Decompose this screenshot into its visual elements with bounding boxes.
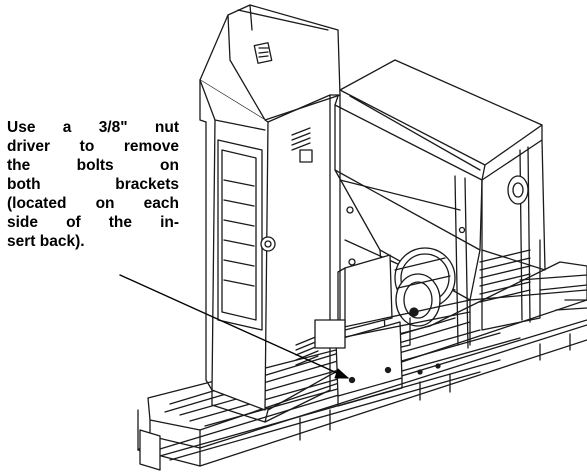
instruction-line: the bolts on: [7, 157, 179, 174]
instruction-line: Use a 3/8" nut: [7, 119, 179, 136]
instruction-callout: Use a 3/8" nut driver to remove the bolt…: [7, 118, 179, 251]
instruction-line: side of the in-: [7, 214, 179, 231]
instruction-line: sert back).: [7, 233, 85, 250]
callout-arrow: [119, 274, 349, 379]
instruction-line: driver to remove: [7, 138, 179, 155]
stove-front: [199, 4, 341, 423]
mounting-bracket: [314, 299, 471, 407]
instruction-line: (located on each: [7, 195, 179, 212]
instruction-line: both brackets: [7, 176, 179, 193]
